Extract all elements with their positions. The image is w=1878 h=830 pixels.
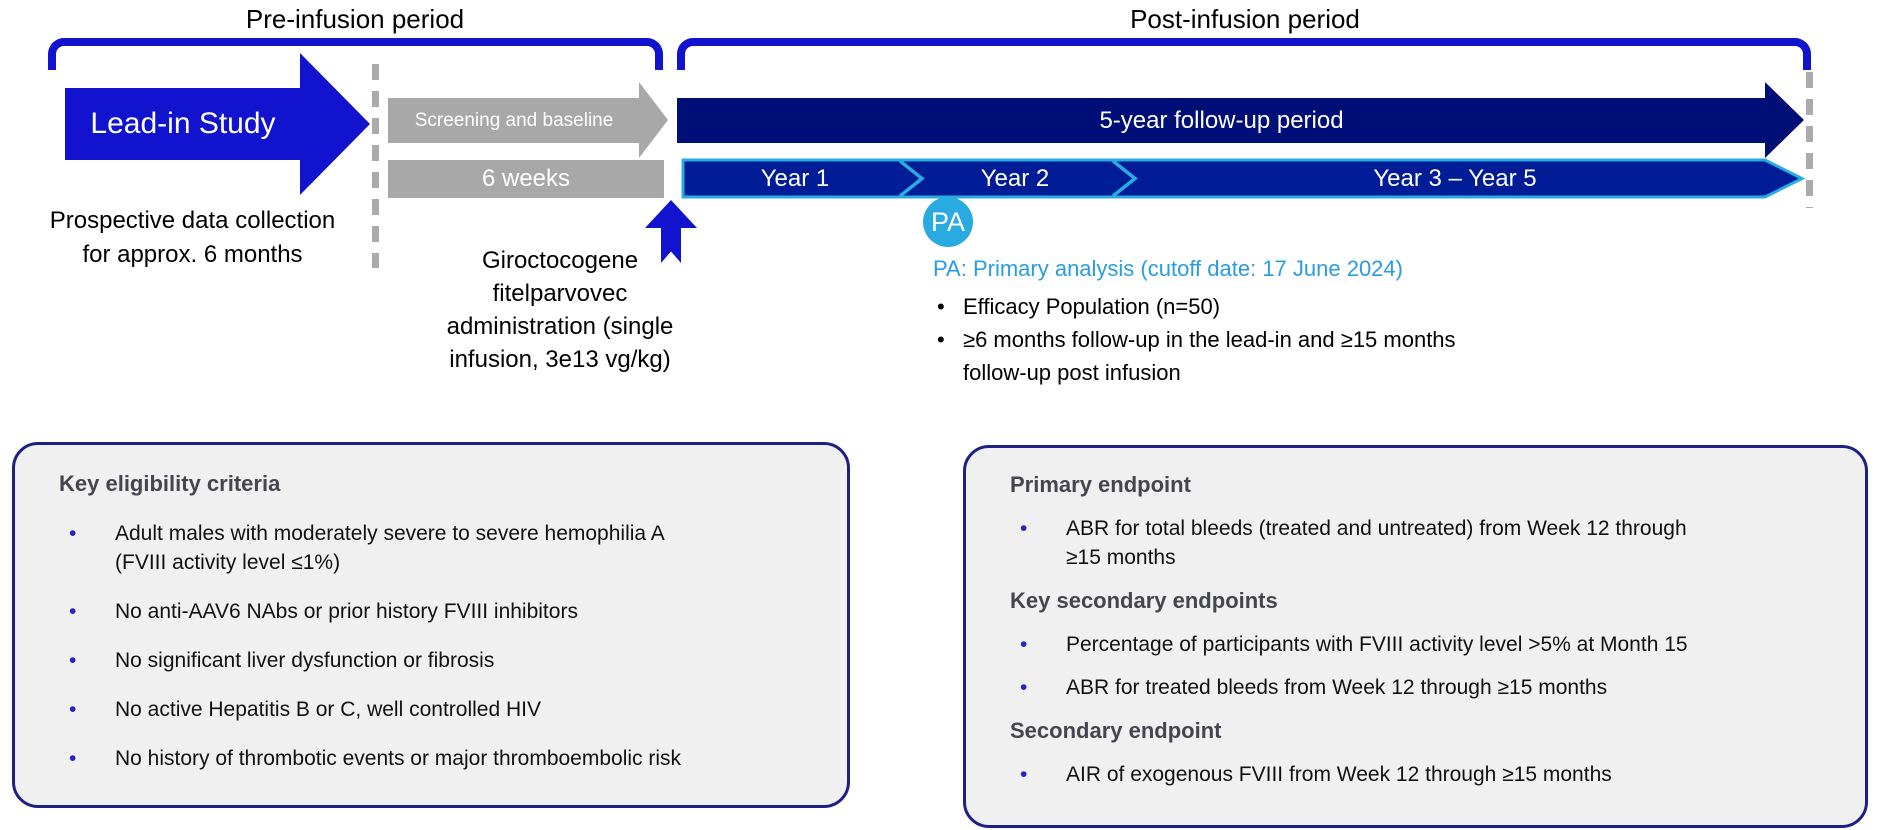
year-2-segment-label: Year 2 (980, 164, 1050, 192)
bullet-icon: • (1020, 633, 1028, 656)
post-infusion-period-title: Post-infusion period (1130, 4, 1360, 34)
post-infusion-bracket (677, 38, 1811, 70)
year-divider-chevron-icon (1111, 159, 1138, 198)
endpoint-bullet-text: AIR of exogenous FVIII from Week 12 thro… (1066, 763, 1612, 786)
list-item: • No history of thrombotic events or maj… (59, 744, 817, 773)
five-year-followup-arrow: 5-year follow-up period (677, 98, 1766, 143)
administration-note-line-3: administration (single (446, 313, 674, 340)
lead-in-study-label: Lead-in Study (90, 107, 276, 140)
list-item: • Efficacy Population (n=50) (933, 290, 1533, 323)
primary-analysis-badge-label: PA (930, 206, 965, 237)
six-weeks-label: 6 weeks (481, 165, 571, 192)
six-weeks-bar: 6 weeks (388, 160, 664, 198)
lead-in-note: Prospective data collection for approx. … (15, 204, 370, 272)
administration-note-line-4: infusion, 3e13 vg/kg) (449, 346, 671, 373)
list-item: • AIR of exogenous FVIII from Week 12 th… (1010, 760, 1835, 789)
list-item: • ABR for treated bleeds from Week 12 th… (1010, 673, 1835, 702)
pre-infusion-period-title: Pre-infusion period (245, 4, 465, 34)
year-3-5-segment-label: Year 3 – Year 5 (1373, 164, 1537, 192)
lead-in-note-line-2: for approx. 6 months (82, 241, 303, 268)
lead-in-study-arrow: Lead-in Study (65, 88, 301, 160)
infusion-marker-up-arrow-stem (661, 227, 681, 263)
list-item: • No active Hepatitis B or C, well contr… (59, 695, 817, 724)
eligibility-bullet-text: Adult males with moderately severe to se… (115, 522, 665, 574)
year-bar-shape (681, 158, 1806, 199)
bullet-icon: • (1020, 763, 1028, 786)
pre-infusion-dashed-divider (372, 64, 379, 268)
list-item: • ≥6 months follow-up in the lead-in and… (933, 323, 1533, 389)
bullet-icon: • (69, 649, 77, 672)
primary-analysis-caption: PA: Primary analysis (cutoff date: 17 Ju… (933, 256, 1403, 281)
five-year-followup-label: 5-year follow-up period (1099, 106, 1344, 134)
list-item: • Percentage of participants with FVIII … (1010, 630, 1835, 659)
post-infusion-dashed-divider (1806, 72, 1813, 208)
list-item: • No anti-AAV6 NAbs or prior history FVI… (59, 597, 817, 626)
year-1-segment-label: Year 1 (760, 164, 830, 192)
eligibility-bullet-text: No active Hepatitis B or C, well control… (115, 698, 541, 721)
screening-baseline-arrowhead-icon (639, 82, 668, 158)
endpoint-bullet-text: ABR for treated bleeds from Week 12 thro… (1066, 676, 1608, 699)
primary-endpoint-title: Primary endpoint (1010, 472, 1191, 497)
secondary-endpoint-title: Secondary endpoint (1010, 718, 1222, 743)
primary-analysis-badge: PA (923, 197, 973, 247)
endpoints-box: Primary endpoint • ABR for total bleeds … (963, 445, 1868, 828)
endpoint-bullet-text: Percentage of participants with FVIII ac… (1066, 633, 1688, 656)
bullet-icon: • (937, 294, 945, 319)
screening-baseline-label: Screening and baseline (414, 109, 614, 131)
lead-in-note-line-1: Prospective data collection (49, 207, 336, 234)
administration-note-line-2: fitelparvovec (492, 280, 628, 307)
eligibility-box-title: Key eligibility criteria (59, 471, 281, 496)
key-secondary-endpoints-title: Key secondary endpoints (1010, 588, 1278, 613)
list-item: • Adult males with moderately severe to … (59, 519, 817, 577)
bullet-icon: • (69, 698, 77, 721)
lead-in-study-arrowhead-icon (300, 53, 370, 195)
bullet-icon: • (69, 522, 77, 545)
eligibility-bullet-text: No history of thrombotic events or major… (115, 747, 682, 770)
bullet-icon: • (69, 600, 77, 623)
pa-bullet-text: ≥6 months follow-up in the lead-in and ≥… (963, 327, 1456, 385)
year-divider-chevron-icon (898, 159, 925, 198)
list-item: • No significant liver dysfunction or fi… (59, 646, 817, 675)
bullet-icon: • (937, 327, 945, 352)
pre-infusion-bracket (48, 38, 663, 70)
year-segment-bar (681, 158, 1806, 199)
administration-note: Giroctocogene fitelparvovec administrati… (400, 244, 720, 376)
endpoint-bullet-text: ABR for total bleeds (treated and untrea… (1066, 517, 1687, 569)
infusion-marker-up-arrow-icon (645, 200, 697, 228)
bullet-icon: • (69, 747, 77, 770)
pa-bullet-text: Efficacy Population (n=50) (963, 294, 1221, 319)
administration-note-line-1: Giroctocogene (481, 247, 639, 274)
bullet-icon: • (1020, 676, 1028, 699)
eligibility-bullet-text: No anti-AAV6 NAbs or prior history FVIII… (115, 600, 578, 623)
list-item: • ABR for total bleeds (treated and untr… (1010, 514, 1835, 572)
bullet-icon: • (1020, 517, 1028, 540)
key-eligibility-criteria-box: Key eligibility criteria • Adult males w… (12, 442, 850, 808)
primary-analysis-bullet-list: • Efficacy Population (n=50) • ≥6 months… (933, 290, 1533, 389)
five-year-followup-arrowhead-icon (1765, 82, 1804, 158)
eligibility-bullet-text: No significant liver dysfunction or fibr… (115, 649, 495, 672)
screening-baseline-arrow: Screening and baseline (388, 98, 640, 143)
